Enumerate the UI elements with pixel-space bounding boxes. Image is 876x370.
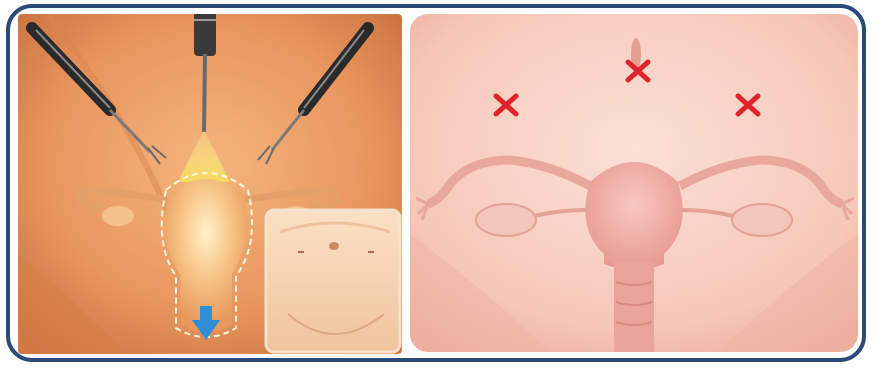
- left-illustration-panel: [18, 14, 402, 354]
- left-ovary: [102, 206, 134, 226]
- laparoscopy-illustration: [18, 14, 402, 354]
- left-ovary: [476, 204, 536, 236]
- navel-port: [329, 242, 339, 250]
- right-illustration-panel: [410, 14, 858, 352]
- abdomen-inset: [266, 210, 400, 352]
- right-ovary: [732, 204, 792, 236]
- cervix-vagina: [614, 262, 654, 352]
- uterus-incision-illustration: [410, 14, 858, 352]
